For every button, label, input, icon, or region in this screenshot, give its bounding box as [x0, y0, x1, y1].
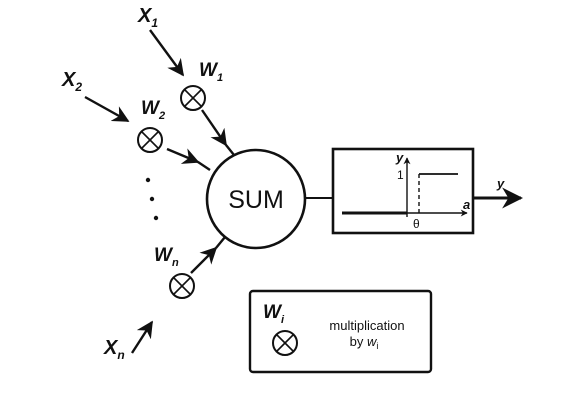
step-level-label: 1 [397, 168, 404, 182]
legend-multiply-icon [272, 330, 298, 356]
input-label-x2: X2 [61, 69, 82, 94]
sum-label: SUM [228, 186, 284, 214]
step-threshold-label: θ [413, 217, 420, 231]
input-label-x1: X1 [137, 5, 158, 30]
output-arrow: y [473, 176, 524, 209]
activation-box: y a 1 θ [331, 147, 475, 235]
legend-text-line1: multiplication [329, 318, 404, 333]
ellipsis-dots [145, 177, 159, 221]
input-label-xn: Xn [103, 337, 125, 362]
weight-label-wn: Wn [154, 245, 179, 269]
legend-text-line2: by wi [350, 334, 379, 351]
output-label: y [496, 176, 505, 191]
step-y-label: y [395, 150, 404, 165]
weight-node-2 [137, 127, 163, 153]
input-line-2 [84, 95, 211, 171]
legend-weight-label: Wi [263, 302, 285, 326]
weight-label-w2: W2 [141, 98, 165, 122]
weight-label-w1: W1 [199, 60, 223, 84]
sum-node: SUM [205, 148, 307, 250]
step-x-label: a [463, 197, 470, 212]
input-line-n [130, 236, 226, 354]
legend-box: Wi multiplication by wi [248, 289, 433, 374]
weight-node-n [169, 273, 195, 299]
weight-node-1 [180, 85, 206, 111]
